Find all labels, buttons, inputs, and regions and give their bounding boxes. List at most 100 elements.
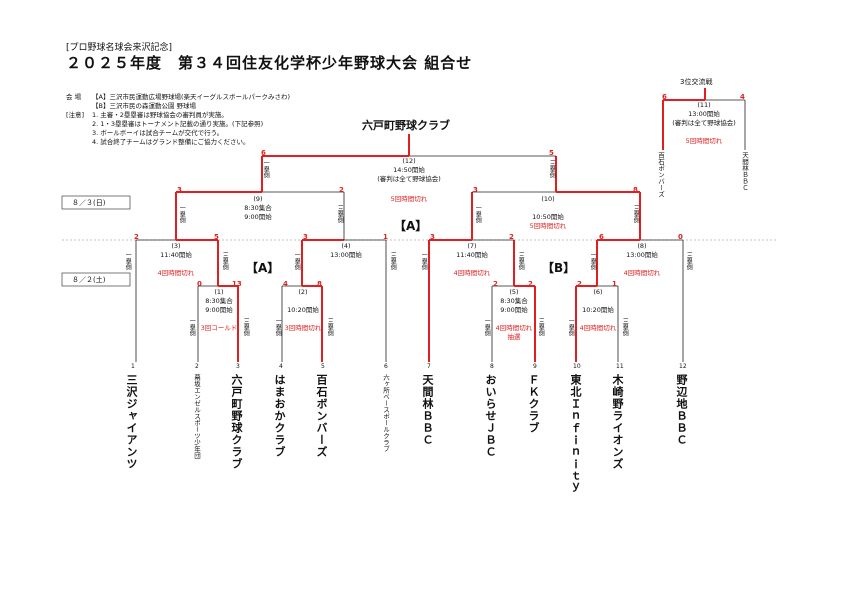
team-name: 東北Ｉｎｆｉｎｉｔｙ [569,374,582,494]
g6-left-score: 2 [577,280,582,288]
team-number: 8 [490,363,494,370]
g4-right-score: 1 [383,233,388,241]
g7-time: 11:40開始 [456,251,488,259]
g10-result: 5回時間切れ [529,222,567,230]
team-name: ＦＫクラブ [527,374,540,434]
g7-left-score: 3 [430,233,435,241]
g1-number: (1) [214,288,224,296]
team-number: 3 [236,363,240,370]
g2-time: 10:20開始 [287,306,319,314]
g6-right-side: 三塁側 [621,318,629,336]
g9-right-score: 2 [339,186,344,194]
date-day2: ８／３(日) [72,199,106,207]
team-name: 木崎野ライオンズ [611,374,624,470]
g10-time: 10:50開始 [532,213,564,221]
g5-left-score: 2 [493,280,498,288]
g2-left-score: 4 [283,280,288,288]
date-box-day1 [61,272,131,287]
team-number: 2 [195,363,199,370]
note-item: 1. 主審・2塁塁審は野球協会の審判員が実施。 [92,111,228,119]
team-number: 1 [131,363,135,370]
note-item: 3. ボールボーイは試合チームが交代で行う。 [92,129,224,137]
champion-name: 六戸町野球クラブ [362,119,450,132]
team-name: 六ヶ所ベースボールクラブ [381,374,390,452]
g2-right-side: 三塁側 [326,318,334,336]
g2-number: (2) [298,288,308,296]
g4-number: (4) [341,242,351,250]
g10-right-side: 三塁側 [632,205,640,223]
g8-number: (8) [637,242,647,250]
venue-b: 【B】三沢市民の森運動公園 野球場 [92,102,197,110]
venue-a: 【A】三沢市民運動広場野球場(楽天イーグルスボールパークみさわ) [92,93,291,101]
g4-left-side: 一塁側 [293,252,301,270]
final-right-score: 5 [549,149,554,157]
team-number: 6 [384,363,388,370]
g6-result: 4回時間切れ [579,324,617,332]
block-label-b-right: 【B】 [542,261,576,275]
team-number: 11 [616,363,624,370]
g9-number: (9) [253,195,263,203]
g9-assembly: 8:30集合 [244,204,272,212]
final-umpire: (審判は全て野球協会) [377,175,441,183]
g8-left-side: 一塁側 [589,252,597,270]
g6-time: 10:20開始 [582,306,614,314]
final-time: 14:50開始 [393,166,425,174]
g8-right-score: 0 [678,233,683,241]
supertitle: [プロ野球名球会来沢記念] [66,43,173,53]
g5-result: 4回時間切れ [495,324,533,332]
g10-number: (10) [541,195,555,203]
final-left-score: 6 [261,149,266,157]
g1-left-score: 0 [197,280,202,288]
g6-right-score: 1 [612,280,617,288]
g3-left-side: 一塁側 [124,252,132,270]
g8-left-score: 6 [599,233,604,241]
g10-left-side: 一塁側 [474,205,482,223]
g5-right-score: 2 [528,280,533,288]
block-label-a-center: 【A】 [394,219,428,233]
team-name: 天間林ＢＢＣ [421,374,434,446]
g4-time: 13:00開始 [330,251,362,259]
team-name: おいらせＪＢＣ [484,374,497,458]
third-place-game: (11) [697,101,711,109]
g3-right-score: 5 [214,233,219,241]
g7-right-score: 2 [509,233,514,241]
g5-assembly: 8:30集合 [500,297,528,305]
g5-result-draw: 抽選 [507,333,521,341]
g1-left-side: 一塁側 [188,318,196,336]
g3-time: 11:40開始 [160,251,192,259]
g9-left-score: 3 [177,186,182,194]
team-name: 六戸町野球クラブ [230,374,243,470]
third-place-left-team: 百石ボンバーズ [656,152,665,198]
team-name: 幕坂エンゼルスポーツ少年団 [192,374,201,459]
g5-number: (5) [509,288,519,296]
final-semi-result: 5回時間切れ [390,195,428,203]
team-number: 5 [321,363,325,370]
third-place-right-team: 天間林ＢＢＣ [740,152,749,191]
g1-result: 3回コールド [200,324,238,332]
note-item: 4. 試合終了チームはグランド整備にご協力ください。 [92,138,250,146]
team-name: 三沢ジャイアンツ [125,374,138,470]
notes-label: [注意] [66,111,85,119]
date-day1: ８／２(土) [72,276,106,284]
g7-number: (7) [467,242,477,250]
team-number: 9 [533,363,537,370]
g7-right-side: 三塁側 [517,252,525,270]
team-number: 12 [679,363,687,370]
note-item: 2. 1・3塁塁審はトーナメント記載の通り実施。(下記参照) [92,120,264,128]
team-name: はまおかクラブ [273,374,286,458]
g8-right-side: 三塁側 [685,252,693,270]
third-place-umpire: (審判は全て野球協会) [672,119,736,127]
g4-left-score: 3 [303,233,308,241]
g1-right-score: 13 [232,280,242,288]
g4-right-side: 三塁側 [389,252,397,270]
team-name: 百石ボンバーズ [315,374,328,458]
g10-right-score: 8 [633,186,638,194]
date-box-day2 [61,195,131,210]
g5-time: 9:00開始 [500,306,528,314]
third-place-time: 13:00開始 [688,110,720,118]
g10-left-score: 3 [473,186,478,194]
g6-left-side: 一塁側 [567,318,575,336]
g5-left-side: 一塁側 [483,318,491,336]
team-number: 4 [279,363,283,370]
